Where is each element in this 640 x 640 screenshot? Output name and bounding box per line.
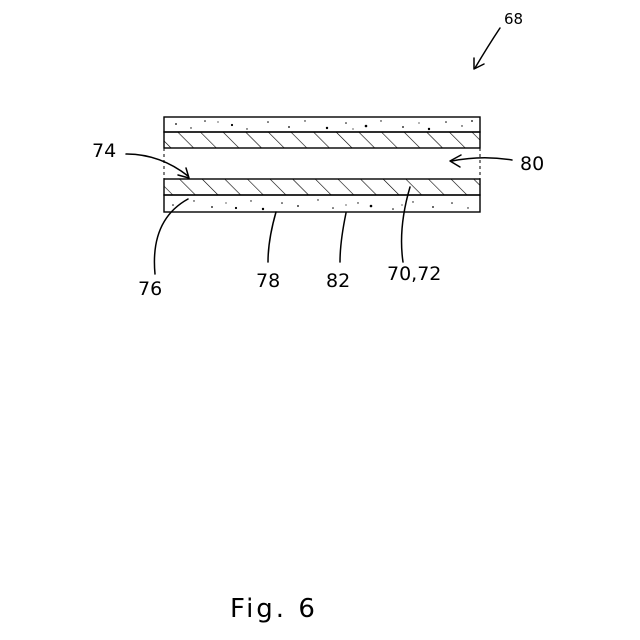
label-78: 78 — [256, 270, 280, 292]
leader-82 — [340, 213, 346, 262]
leader-68 — [474, 28, 500, 69]
leader-70-72 — [402, 187, 410, 262]
label-76: 76 — [138, 278, 162, 300]
upper-hatched-layer — [164, 132, 480, 148]
label-82: 82 — [326, 270, 350, 292]
lower-stipple-dots — [172, 199, 469, 210]
leader-74 — [126, 154, 189, 178]
label-74: 74 — [92, 140, 116, 162]
leader-76 — [154, 199, 188, 274]
label-70-72: 70,72 — [387, 263, 441, 285]
leader-78 — [268, 212, 276, 262]
label-68: 68 — [504, 10, 523, 28]
lower-hatched-layer — [164, 179, 480, 195]
figure-caption: Fig. 6 — [230, 594, 318, 624]
gap-edges — [164, 148, 480, 179]
lower-stippled-layer — [164, 195, 480, 212]
label-80: 80 — [520, 153, 544, 175]
upper-stippled-layer — [164, 117, 480, 132]
upper-stipple-dots — [175, 120, 473, 130]
leader-80 — [450, 155, 512, 167]
